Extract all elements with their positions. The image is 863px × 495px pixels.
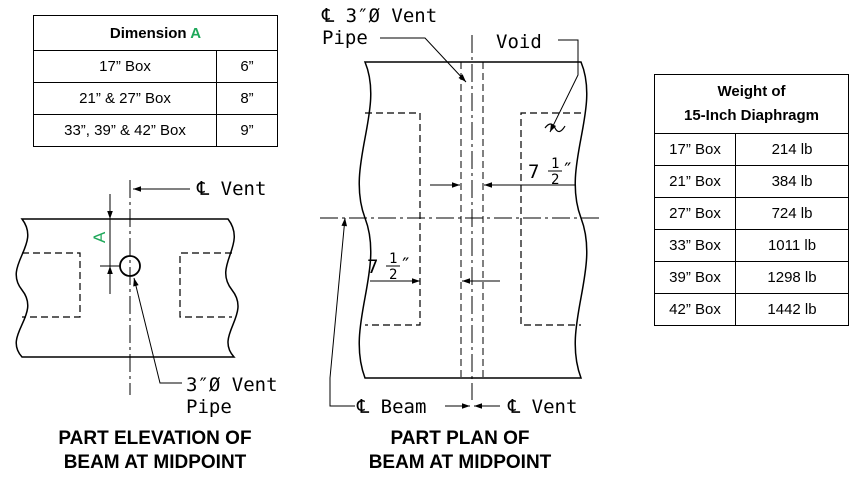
void-leader-curl (544, 123, 566, 133)
weight-cell: 1442 lb (735, 293, 849, 326)
dimension-value-cell: 6” (216, 50, 278, 83)
box-size-cell: 21” Box (654, 165, 736, 198)
weight-cell: 214 lb (735, 133, 849, 166)
elevation-vent-label: ℄ Vent (196, 178, 266, 200)
table-row: 21” & 27” Box 8” (33, 82, 278, 115)
table-row: 33”, 39” & 42” Box 9” (33, 114, 278, 147)
dimension-header-accent: A (190, 24, 202, 42)
weight-cell: 1298 lb (735, 261, 849, 294)
dimension-value-cell: 8” (216, 82, 278, 115)
plan-void-leader (549, 39, 579, 133)
plan-pipe-leader (380, 37, 467, 83)
elevation-title-line2: BEAM AT MIDPOINT (63, 452, 247, 473)
weight-table-header: Weight of 15-Inch Diaphragm (654, 74, 849, 134)
plan-title-line1: PART PLAN OF (390, 428, 530, 449)
plan-vent-label: ℄ Vent (507, 396, 577, 418)
box-size-cell: 33” Box (654, 229, 736, 262)
elevation-dim-a-label: A (90, 231, 109, 243)
plan-void-left (365, 112, 421, 326)
part-plan-drawing (320, 35, 600, 409)
pipe-leader (133, 277, 182, 384)
plan-dim-top-whole: 7 (528, 161, 539, 183)
box-size-cell: 21” & 27” Box (33, 82, 217, 115)
elevation-title: PART ELEVATION OF BEAM AT MIDPOINT (20, 427, 290, 475)
dimension-a-table: Dimension A 17” Box 6” 21” & 27” Box 8” … (33, 15, 278, 147)
elevation-void-left (22, 252, 81, 318)
box-size-cell: 33”, 39” & 42” Box (33, 114, 217, 147)
elevation-void-right (179, 252, 232, 318)
plan-dim-bottom-whole: 7 (367, 256, 378, 278)
dimension-header-text: Dimension (109, 24, 191, 42)
plan-dim-top-den: 2 (551, 172, 559, 188)
plan-dim-bottom-den: 2 (389, 267, 397, 283)
plan-pipe-label-line2: Pipe (322, 27, 368, 49)
plan-dim-top-num: 1 (551, 156, 559, 172)
box-size-cell: 17” Box (33, 50, 217, 83)
weight-header-line1: Weight of (717, 83, 786, 100)
weight-cell: 1011 lb (735, 229, 849, 262)
weight-header-line2: 15-Inch Diaphragm (683, 107, 820, 124)
plan-dim-top-mark: ″ (562, 159, 573, 181)
plan-beam-leader (329, 217, 355, 407)
plan-title: PART PLAN OF BEAM AT MIDPOINT (330, 427, 590, 475)
box-size-cell: 39” Box (654, 261, 736, 294)
plan-void-label: Void (496, 31, 542, 53)
plan-pipe-label-line1: ℄ 3″Ø Vent (321, 5, 437, 27)
plan-void-right (520, 112, 581, 326)
plan-title-line2: BEAM AT MIDPOINT (368, 452, 552, 473)
plan-beam-outline (358, 61, 588, 379)
plan-dim-bottom-mark: ″ (400, 254, 411, 276)
weight-cell: 384 lb (735, 165, 849, 198)
weight-cell: 724 lb (735, 197, 849, 230)
elevation-pipe-label-line2: Pipe (186, 396, 232, 418)
plan-dim-bottom-num: 1 (389, 251, 397, 267)
plan-beam-label: ℄ Beam (356, 396, 426, 418)
dimension-a-header: Dimension A (33, 15, 278, 51)
part-elevation-drawing (15, 180, 239, 395)
table-row: 17” Box 6” (33, 50, 278, 83)
box-size-cell: 42” Box (654, 293, 736, 326)
elevation-pipe-label-line1: 3″Ø Vent (186, 374, 278, 396)
elevation-beam-outline (15, 218, 239, 358)
dimension-value-cell: 9” (216, 114, 278, 147)
elevation-title-line1: PART ELEVATION OF (58, 428, 252, 449)
